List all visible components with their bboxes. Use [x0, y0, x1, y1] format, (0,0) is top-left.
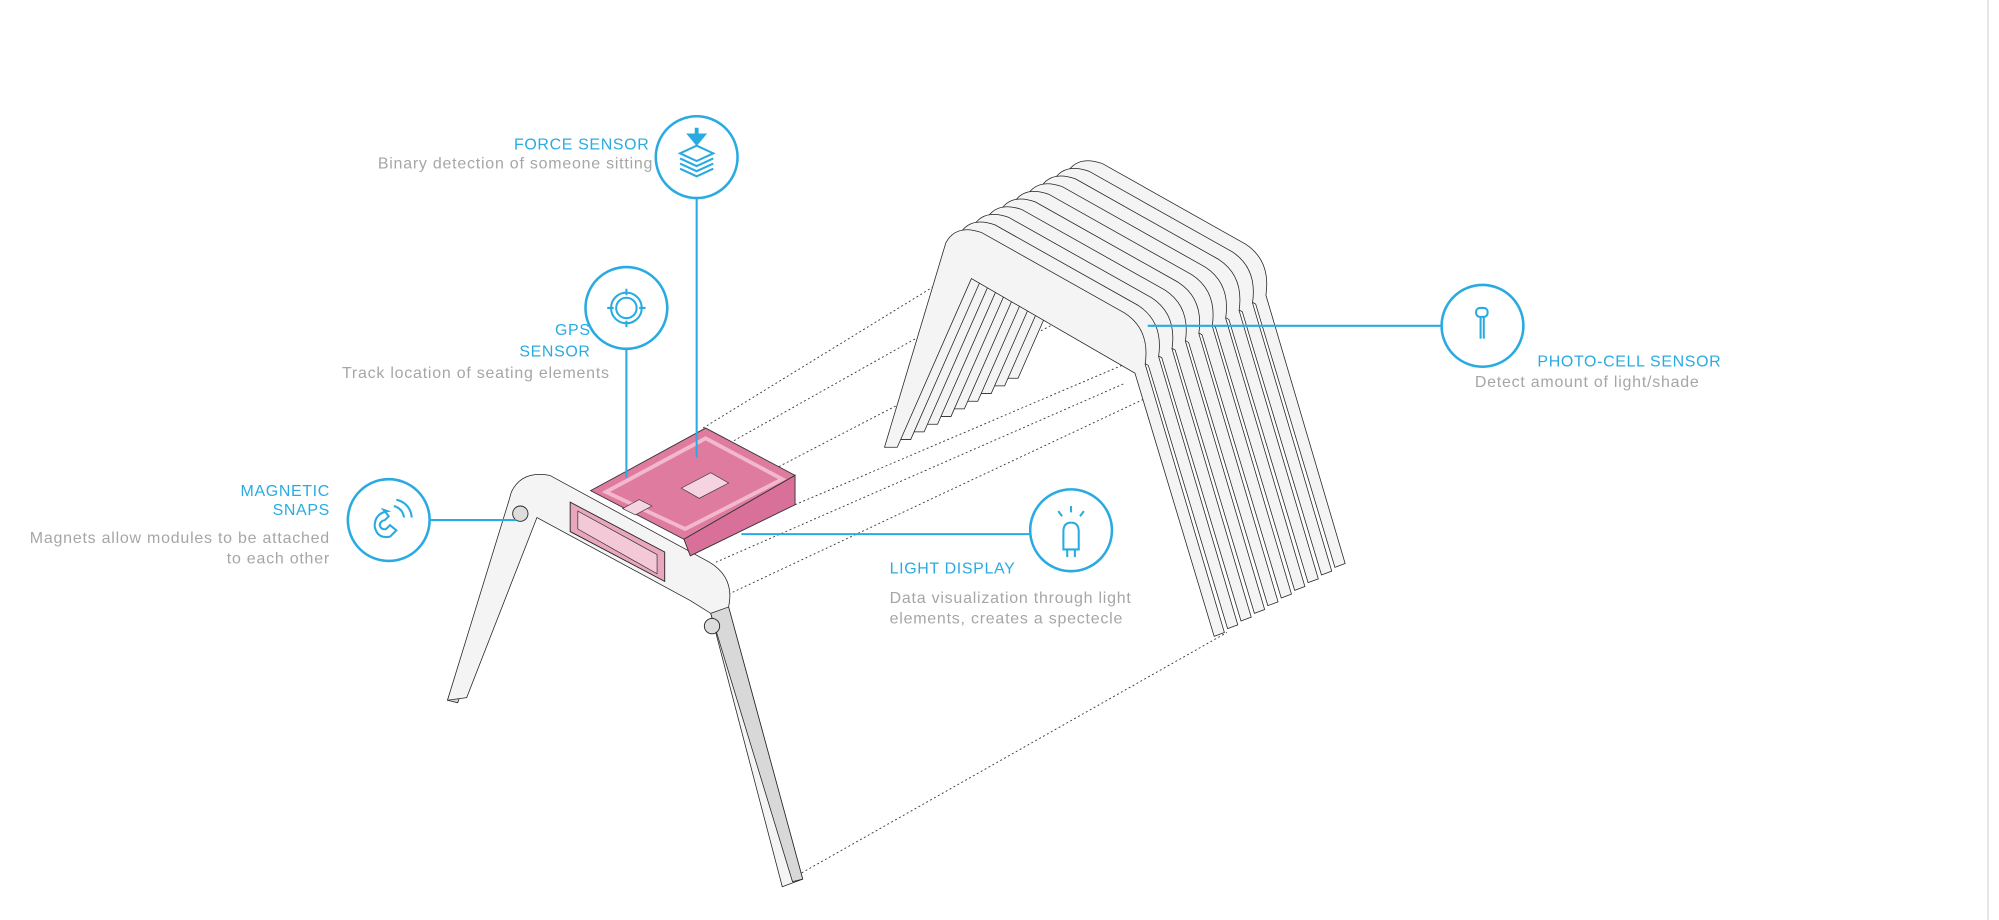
back-slat — [991, 168, 1333, 576]
light-display-callout: LIGHT DISPLAY Data visualization through… — [890, 488, 1132, 628]
light-display-title: LIGHT DISPLAY — [890, 561, 1016, 578]
photocell-icon — [1475, 306, 1489, 339]
back-slat — [977, 175, 1319, 584]
magnetic-snaps-title-line1: MAGNETIC — [241, 483, 330, 500]
magnetic-snaps-callout: MAGNETIC SNAPS Magnets allow modules to … — [30, 477, 431, 568]
magnetic-snaps-desc-line1: Magnets allow modules to be attached — [30, 530, 330, 547]
magnet-icon — [373, 498, 413, 539]
front-bench-frame — [446, 474, 804, 888]
back-slat — [897, 221, 1239, 630]
force-sensor-icon — [677, 127, 716, 178]
magnetic-snaps-desc-line2: to each other — [227, 551, 330, 568]
back-slat — [910, 214, 1252, 622]
gps-sensor-desc: Track location of seating elements — [342, 365, 610, 382]
back-bench-frame — [883, 160, 1346, 637]
right-edge-border — [1987, 0, 1989, 920]
force-sensor-desc: Binary detection of someone sitting — [378, 156, 653, 173]
magnetic-snaps-title-line2: SNAPS — [273, 502, 330, 519]
gps-sensor-title-line1: GPS — [555, 322, 591, 339]
gps-target-icon — [607, 288, 646, 328]
electronics-module — [589, 427, 796, 557]
back-slat — [1004, 160, 1346, 568]
back-slat — [964, 183, 1306, 591]
force-sensor-callout: FORCE SENSOR Binary detection of someone… — [378, 115, 739, 200]
photocell-sensor-desc: Detect amount of light/shade — [1475, 374, 1700, 391]
back-slat — [951, 191, 1292, 599]
force-sensor-title: FORCE SENSOR — [514, 137, 649, 154]
gps-sensor-callout: GPS SENSOR Track location of seating ele… — [342, 265, 669, 382]
photocell-sensor-callout: PHOTO-CELL SENSOR Detect amount of light… — [1440, 283, 1721, 391]
light-display-desc-line2: elements, creates a spectecle — [890, 611, 1123, 628]
gps-sensor-title-line2: SENSOR — [519, 344, 590, 361]
led-icon — [1057, 505, 1085, 558]
back-slat — [883, 229, 1225, 637]
back-slat — [937, 198, 1279, 607]
back-slat — [924, 206, 1266, 614]
light-display-desc-line1: Data visualization through light — [890, 590, 1132, 607]
photocell-sensor-title: PHOTO-CELL SENSOR — [1537, 354, 1721, 371]
